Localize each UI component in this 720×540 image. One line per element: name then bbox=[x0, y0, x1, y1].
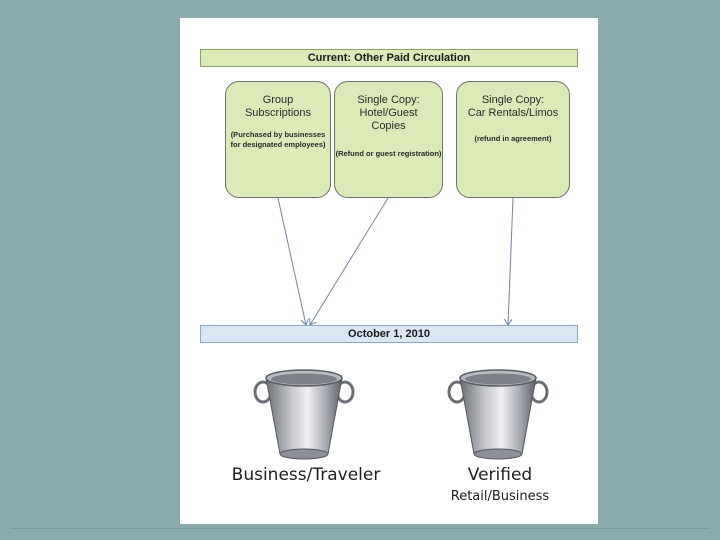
box-hotel-guest-copies: Single Copy: Hotel/Guest Copies (Refund … bbox=[334, 81, 443, 198]
box-title-line: Car Rentals/Limos bbox=[467, 107, 559, 119]
box-note: (Refund or guest registration) bbox=[335, 149, 442, 158]
box-group-subscriptions: Group Subscriptions (Purchased by busine… bbox=[225, 81, 331, 198]
arrow-group-to-date bbox=[277, 197, 306, 325]
bucket-icon bbox=[447, 369, 549, 460]
bucket-icon bbox=[253, 369, 355, 460]
bottom-rule bbox=[10, 528, 710, 529]
title-bar: Current: Other Paid Circulation bbox=[200, 49, 578, 67]
bucket-sublabel-retail-business: Retail/Business bbox=[450, 489, 550, 504]
date-bar-text: October 1, 2010 bbox=[348, 328, 430, 340]
arrow-hotel-to-date bbox=[310, 197, 389, 325]
connector-arrows bbox=[277, 197, 514, 524]
box-note: (refund in agreement) bbox=[474, 134, 552, 143]
slide-canvas: Current: Other Paid Circulation Group Su… bbox=[180, 18, 598, 524]
box-title-line: Subscriptions bbox=[244, 107, 312, 119]
box-title-line: Single Copy: bbox=[481, 94, 545, 106]
box-title-line: Copies bbox=[371, 120, 406, 132]
box-car-rentals-limos: Single Copy: Car Rentals/Limos (refund i… bbox=[456, 81, 570, 198]
box-title-line: Group bbox=[262, 94, 294, 106]
arrow-car-to-date bbox=[508, 197, 514, 325]
bucket-label-verified: Verified bbox=[467, 465, 533, 485]
date-bar: October 1, 2010 bbox=[200, 325, 578, 343]
bucket-label-business-traveler: Business/Traveler bbox=[231, 465, 381, 485]
box-title-line: Hotel/Guest bbox=[359, 107, 418, 119]
box-note: (Purchased by businesses for designated … bbox=[230, 130, 326, 149]
title-bar-text: Current: Other Paid Circulation bbox=[307, 52, 471, 64]
box-title-line: Single Copy: bbox=[357, 94, 420, 106]
